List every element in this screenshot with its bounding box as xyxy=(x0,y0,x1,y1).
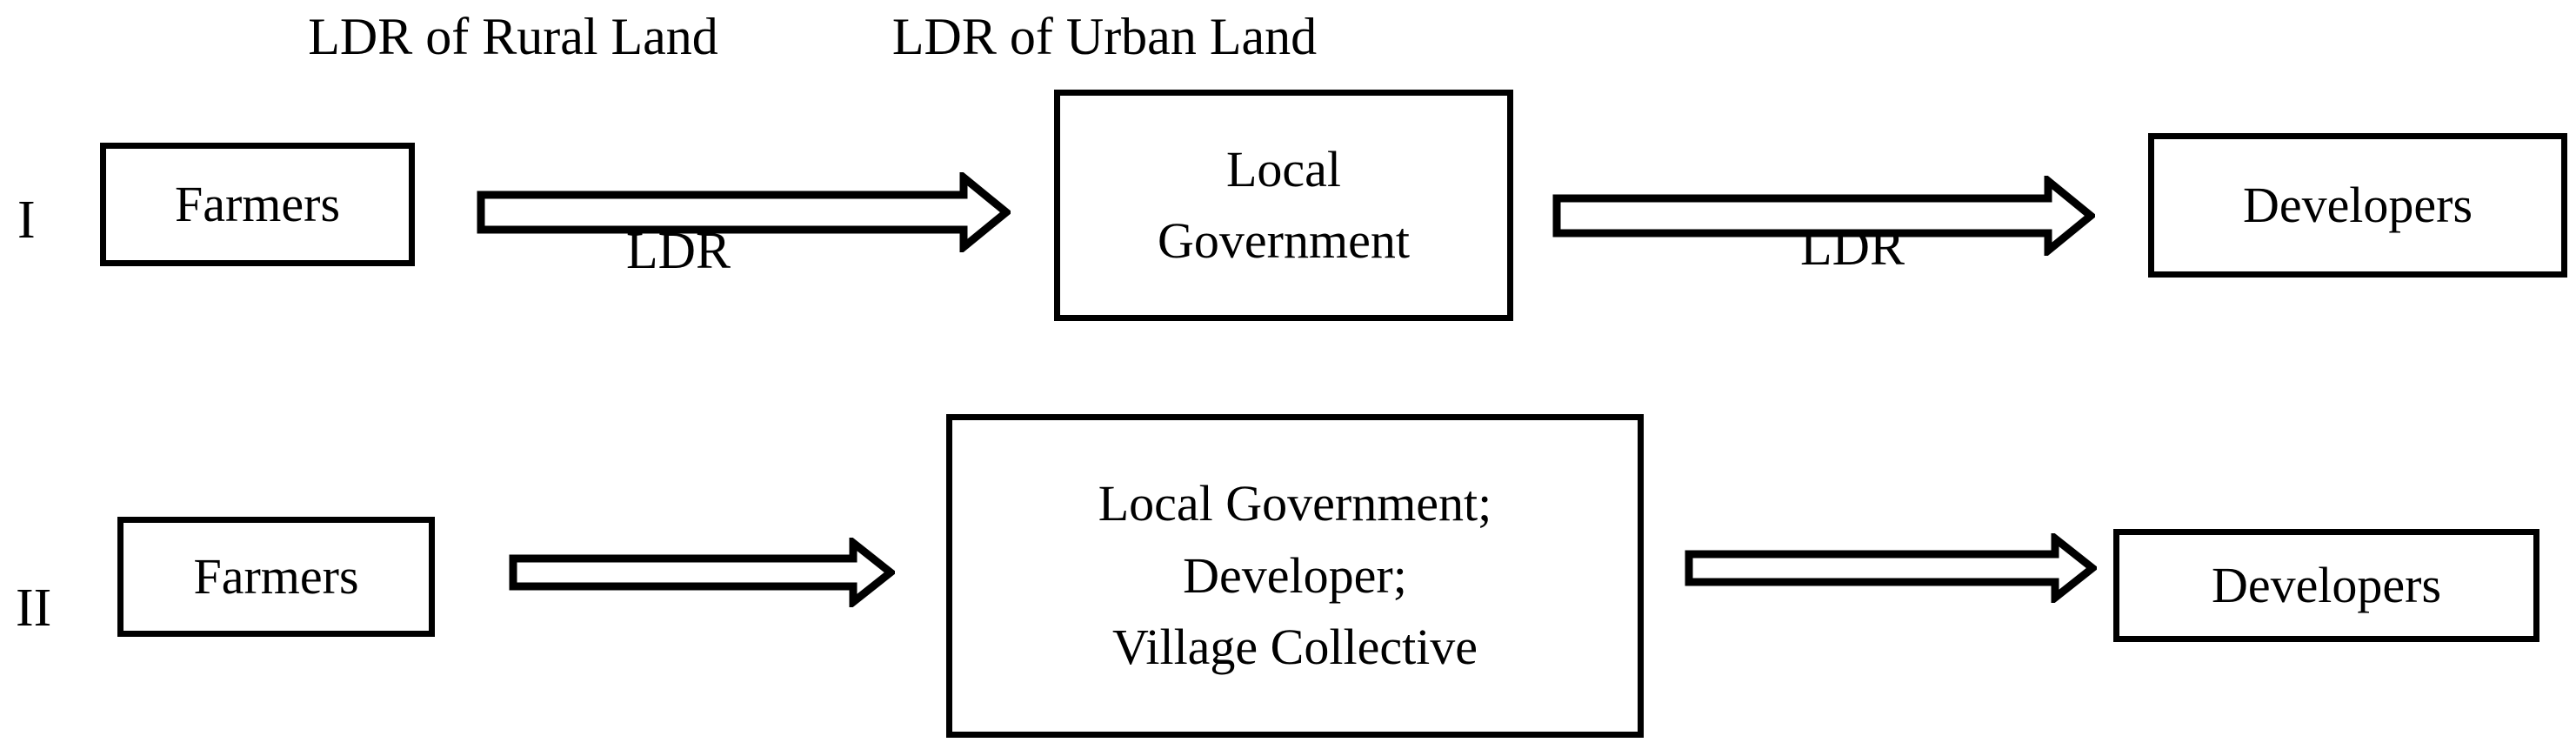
node-label-joint-actors-line-3: Village Collective xyxy=(1111,619,1478,676)
node-box-farmers-row-two[interactable]: Farmers xyxy=(117,517,435,637)
node-label-farmers-row-one: Farmers xyxy=(174,175,341,232)
node-label-developers-row-one: Developers xyxy=(2242,176,2473,233)
edge-caption-ldr-row-two-left: LDR xyxy=(626,222,731,279)
block-arrow-rural-land xyxy=(477,172,1011,252)
row-label-two: II xyxy=(16,579,52,638)
node-box-farmers-row-one[interactable]: Farmers xyxy=(100,143,415,266)
edge-caption-ldr-urban-land: LDR of Urban Land xyxy=(891,8,1318,65)
node-box-developers-row-one[interactable]: Developers xyxy=(2148,133,2567,278)
node-label-joint-actors-line-1: Local Government; xyxy=(1098,475,1492,532)
node-box-joint-actors[interactable]: Local Government; Developer; Village Col… xyxy=(946,414,1644,738)
block-arrow-ldr-row-two-right xyxy=(1685,533,2097,603)
block-arrow-urban-land xyxy=(1552,176,2095,256)
node-label-farmers-row-two: Farmers xyxy=(193,547,359,605)
node-label-joint-actors-line-2: Developer; xyxy=(1183,546,1407,604)
node-label-local-government-line-1: Local xyxy=(1225,140,1342,197)
node-box-local-government[interactable]: Local Government xyxy=(1054,90,1513,321)
node-label-developers-row-two: Developers xyxy=(2211,556,2442,613)
row-label-one: I xyxy=(17,191,36,250)
node-box-developers-row-two[interactable]: Developers xyxy=(2113,529,2539,642)
edge-caption-ldr-row-two-right: LDR xyxy=(1800,218,1905,276)
block-arrow-ldr-row-two-left xyxy=(509,538,895,607)
node-label-local-government-line-2: Government xyxy=(1158,212,1410,269)
edge-caption-ldr-rural-land: LDR of Rural Land xyxy=(308,8,718,65)
